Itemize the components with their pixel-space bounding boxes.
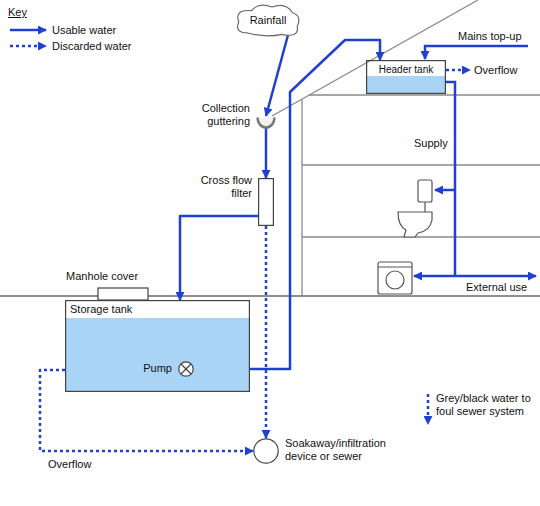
floor-line: [302, 236, 540, 237]
discarded-water-pipe: [265, 226, 268, 438]
filter-node-outline: [258, 178, 274, 226]
external-use-label: External use: [466, 281, 527, 294]
overflow-label: Overflow: [474, 64, 517, 77]
legend-sample-solid: [10, 29, 46, 32]
filter-node-text: Cross flow filter: [192, 174, 252, 200]
washing-machine: [378, 262, 412, 294]
washing-machine-panel: [378, 267, 412, 268]
house-wall: [301, 99, 302, 296]
filter-node: Cross flow filter: [258, 178, 274, 226]
washing-machine-door: [386, 271, 404, 289]
roof-line: [272, 0, 478, 116]
tank-outline: [367, 61, 446, 94]
tank-water: [65, 318, 250, 392]
storage-tank-text: Storage tank: [70, 303, 132, 316]
tank-water: [366, 76, 446, 94]
external-pipe: [455, 275, 536, 278]
filter-outline: [259, 179, 274, 226]
supply-pipe: [446, 82, 455, 276]
overflow-pipe: [446, 69, 470, 72]
legend-sample-dotted: [10, 45, 46, 48]
mains-pipe: [425, 46, 528, 59]
manhole-label: Manhole cover: [66, 270, 138, 283]
gutter-shape: [258, 118, 275, 128]
legend-text: Discarded water: [52, 40, 131, 53]
cloud-node-text: Rainfall: [250, 14, 287, 27]
legend-text: Usable water: [52, 24, 116, 37]
mains-label: Mains top-up: [458, 30, 522, 43]
tank-outline: [66, 301, 250, 392]
cloud-node: Rainfall: [234, 2, 302, 38]
soakaway-node-text: Soakaway/infiltration device or sewer: [285, 437, 410, 463]
header-tank-text: Header tank: [379, 63, 433, 76]
supply-label: Supply: [414, 137, 448, 150]
pump-cross: [181, 364, 191, 374]
grey-water-pipe: [427, 394, 430, 424]
usable-water-pipe: [266, 35, 288, 116]
toilet-bowl: [398, 212, 432, 237]
storage-tank: Storage tankPump: [65, 300, 250, 392]
edge-label: Overflow: [46, 458, 93, 471]
soakaway-node-outline: [253, 438, 279, 464]
toilet-cistern: [418, 180, 432, 202]
floor-line: [302, 164, 540, 165]
header-tank: Header tank: [366, 60, 446, 94]
cloud-outline: [238, 5, 299, 36]
toilet-pipe: [424, 202, 425, 212]
gutter-node: Collection guttering: [256, 116, 276, 128]
floor-line: [309, 94, 540, 95]
key-heading: Key: [8, 6, 27, 19]
pump-symbol: [179, 362, 193, 376]
pump-node-outline: [178, 361, 194, 377]
usable-water-pipe: [180, 216, 258, 300]
soakaway-node: Soakaway/infiltration device or sewer: [253, 438, 279, 464]
gutter-node-text: Collection guttering: [186, 102, 250, 128]
pump-node: Pump: [178, 361, 194, 377]
grey-water-label: Grey/black water to foul sewer system: [436, 392, 540, 418]
supply-branch: [414, 275, 455, 278]
supply-branch: [435, 189, 455, 192]
soakaway-outline: [254, 439, 278, 463]
manhole-cover: [98, 288, 148, 300]
pump-node-text: Pump: [132, 362, 172, 375]
gutter-node-outline: [256, 116, 276, 128]
pump-cross: [181, 364, 191, 374]
ground-line: [0, 295, 540, 297]
usable-water-pipe: [265, 128, 268, 178]
